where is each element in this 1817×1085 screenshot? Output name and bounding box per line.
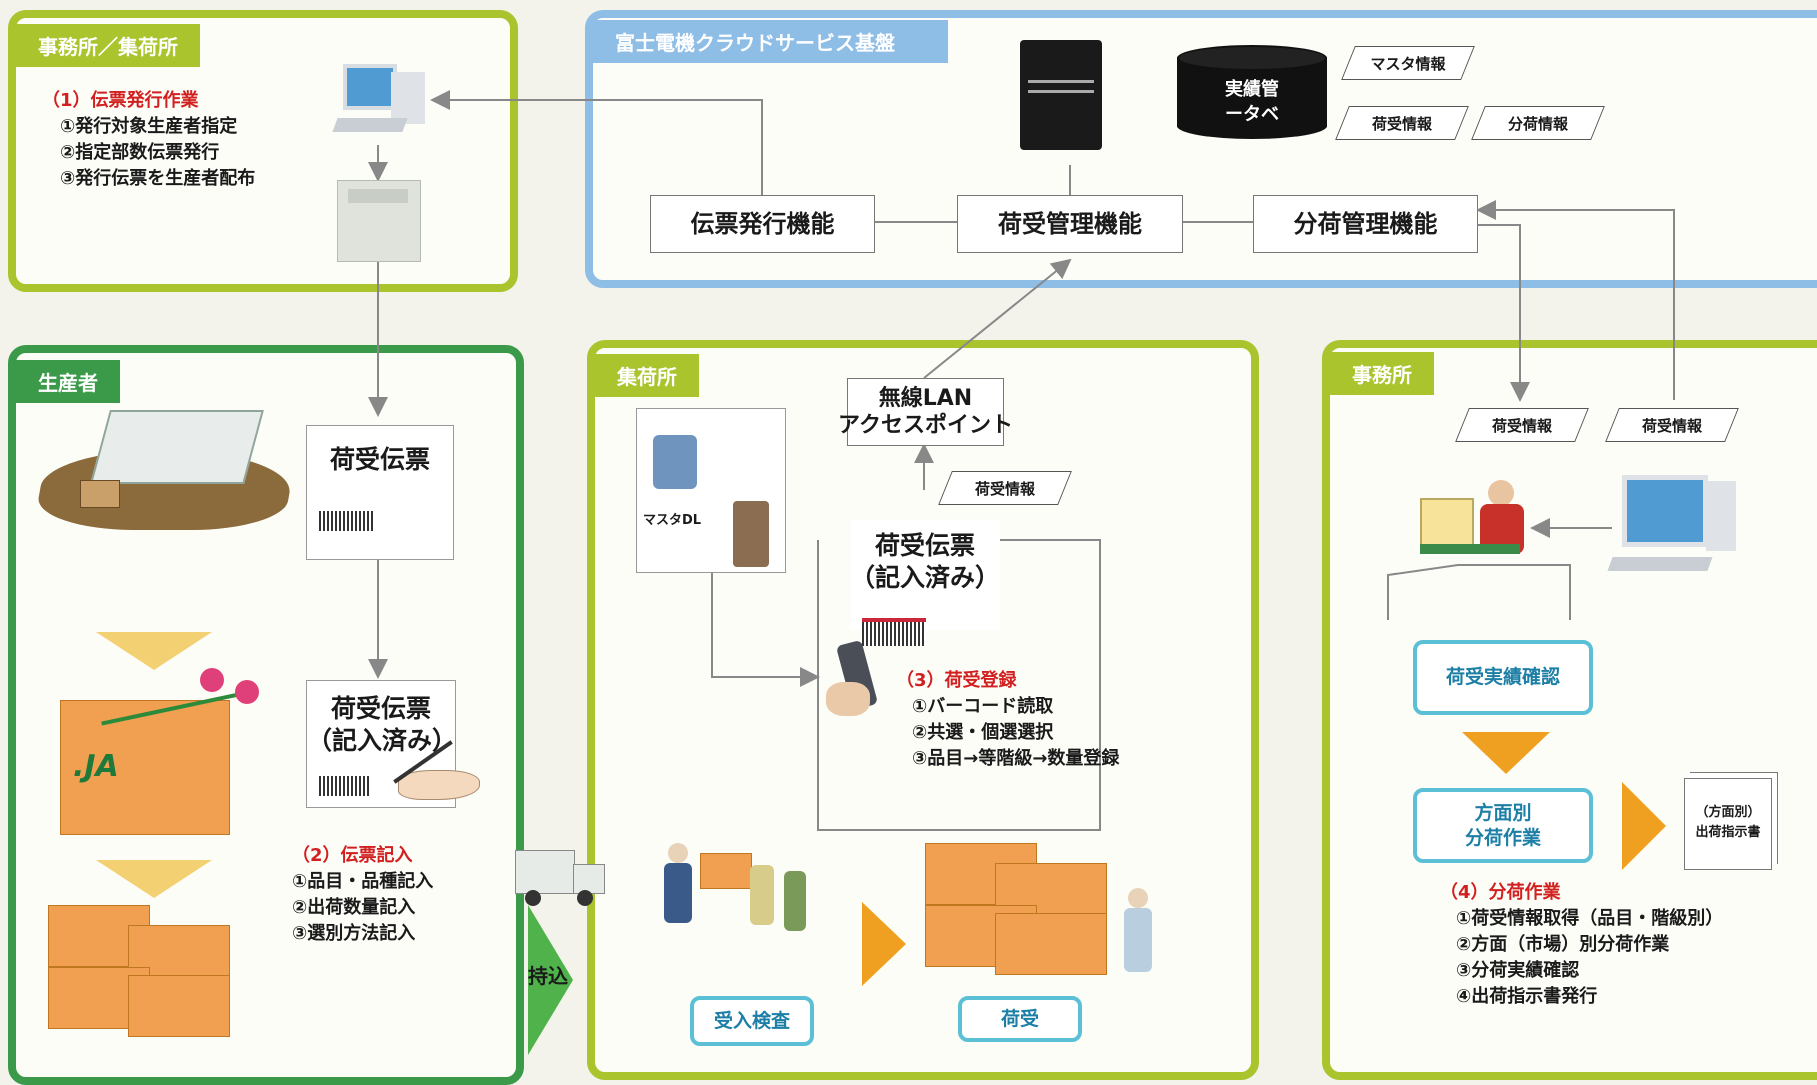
shipping-instruction-doc: （方面別） 出荷指示書: [1684, 778, 1772, 870]
receiving-mgmt-function: 荷受管理機能: [957, 195, 1183, 253]
pc-icon: [653, 435, 697, 489]
flower-icon: [100, 668, 260, 726]
truck-icon: [515, 850, 605, 910]
cloud-tab: 富士電機クラウドサービス基盤: [593, 20, 948, 63]
wireless-lan-line1: 無線LAN: [878, 385, 973, 411]
workers-illustration: [660, 843, 820, 953]
handheld-device-icon: [733, 501, 769, 567]
operator-icon: [1420, 480, 1530, 570]
step4-item-3: ③分荷実績確認: [1456, 960, 1580, 981]
down-arrow-office: [1462, 732, 1550, 774]
sorting-work-line2: 分荷作業: [1464, 826, 1541, 849]
sorting-work-line1: 方面別: [1474, 801, 1532, 824]
computer-icon: [332, 62, 427, 142]
carry-in-label: 持込: [528, 964, 568, 988]
barcode-icon-2: [319, 776, 371, 796]
stacked-boxes: [48, 905, 230, 1037]
carry-in-arrow: [528, 905, 573, 1055]
step4-title: （4）分荷作業: [1440, 882, 1561, 903]
master-dl-label: マスタDL: [643, 513, 702, 528]
sorting-mgmt-function: 分荷管理機能: [1253, 195, 1478, 253]
down-arrow-1: [96, 632, 212, 670]
step1-title: （1）伝票発行作業: [42, 90, 199, 111]
receiving-button: 荷受: [958, 996, 1082, 1042]
producer-tab: 生産者: [16, 360, 120, 403]
step3-item-2: ②共選・個選選択: [912, 722, 1054, 743]
blank-slip-title: 荷受伝票: [329, 445, 430, 474]
wireless-lan-line2: アクセスポイント: [838, 413, 1013, 438]
sorting-work-box: 方面別 分荷作業: [1413, 788, 1593, 863]
step1-item-3: ③発行伝票を生産者配布: [60, 168, 256, 189]
office-top-tab: 事務所／集荷所: [16, 24, 200, 67]
step1-item-2: ②指定部数伝票発行: [60, 142, 220, 163]
barcode-sticker: [862, 618, 926, 646]
printer-icon: [337, 180, 421, 262]
step2-item-2: ②出荷数量記入: [292, 897, 416, 918]
office-right-tab: 事務所: [1330, 352, 1434, 395]
barcode-scanner-icon: [826, 639, 886, 722]
server-icon: [1020, 40, 1102, 150]
ja-logo: .JA: [73, 749, 119, 784]
step3-item-1: ①バーコード読取: [912, 696, 1054, 717]
step1-block: （1）伝票発行作業 ①発行対象生産者指定 ②指定部数伝票発行 ③発行伝票を生産者…: [42, 88, 255, 192]
receiving-confirm-box: 荷受実績確認: [1413, 640, 1593, 715]
db-text-2: ータベ: [1225, 104, 1279, 125]
barcode-icon: [319, 511, 375, 531]
filled-slip-collection: 荷受伝票 （記入済み）: [850, 520, 1000, 630]
filled-slip-collection-sub: （記入済み）: [850, 563, 1001, 592]
info-tag-receiving-cloud: 荷受情報: [1342, 106, 1462, 140]
info-tag-office-2: 荷受情報: [1612, 408, 1732, 442]
greenhouse-illustration: [32, 400, 298, 530]
shipping-doc-line1: （方面別）: [1695, 805, 1761, 820]
step4-item-1: ①荷受情報取得（品目・階級別）: [1456, 908, 1724, 929]
received-boxes: [925, 843, 1107, 975]
blank-slip: 荷受伝票: [306, 425, 454, 560]
collection-tab: 集荷所: [595, 354, 699, 397]
info-tag-sorting: 分荷情報: [1478, 106, 1598, 140]
pen-hand-icon: [388, 740, 480, 800]
slip-issue-function: 伝票発行機能: [650, 195, 875, 253]
wireless-lan-ap: 無線LAN アクセスポイント: [838, 378, 1013, 446]
step1-item-1: ①発行対象生産者指定: [60, 116, 238, 137]
shipping-doc-line2: 出荷指示書: [1695, 825, 1761, 840]
filled-slip-producer-title: 荷受伝票: [330, 694, 431, 723]
info-tag-collection: 荷受情報: [945, 471, 1065, 505]
worker-icon: [1118, 888, 1158, 978]
step2-item-3: ③選別方法記入: [292, 923, 416, 944]
info-tag-master: マスタ情報: [1348, 46, 1468, 80]
step2-block: （2）伝票記入 ①品目・品種記入 ②出荷数量記入 ③選別方法記入: [292, 843, 433, 947]
step3-item-3: ③品目→等階級→数量登録: [912, 748, 1120, 769]
right-arrow-office: [1622, 782, 1666, 870]
box-with-flowers: .JA: [60, 700, 230, 835]
db-text-1: 実績管: [1225, 79, 1279, 100]
down-arrow-2: [96, 860, 212, 898]
database-icon: 実績管 ータベ: [1177, 45, 1327, 140]
info-tag-office-1: 荷受情報: [1462, 408, 1582, 442]
step2-title: （2）伝票記入: [292, 845, 413, 866]
monitor-icon: [1607, 475, 1740, 575]
inspection-button: 受入検査: [690, 996, 814, 1046]
step4-item-4: ④出荷指示書発行: [1456, 986, 1598, 1007]
step2-item-1: ①品目・品種記入: [292, 871, 434, 892]
step4-item-2: ②方面（市場）別分荷作業: [1456, 934, 1670, 955]
step4-block: （4）分荷作業 ①荷受情報取得（品目・階級別） ②方面（市場）別分荷作業 ③分荷…: [1440, 880, 1723, 1010]
step3-block: （3）荷受登録 ①バーコード読取 ②共選・個選選択 ③品目→等階級→数量登録: [896, 668, 1119, 772]
filled-slip-producer-sub: （記入済み）: [307, 726, 458, 755]
step3-title: （3）荷受登録: [896, 670, 1017, 691]
master-dl-box: マスタDL: [636, 408, 786, 573]
filled-slip-collection-title: 荷受伝票: [874, 531, 975, 560]
right-arrow-collection: [862, 902, 906, 986]
